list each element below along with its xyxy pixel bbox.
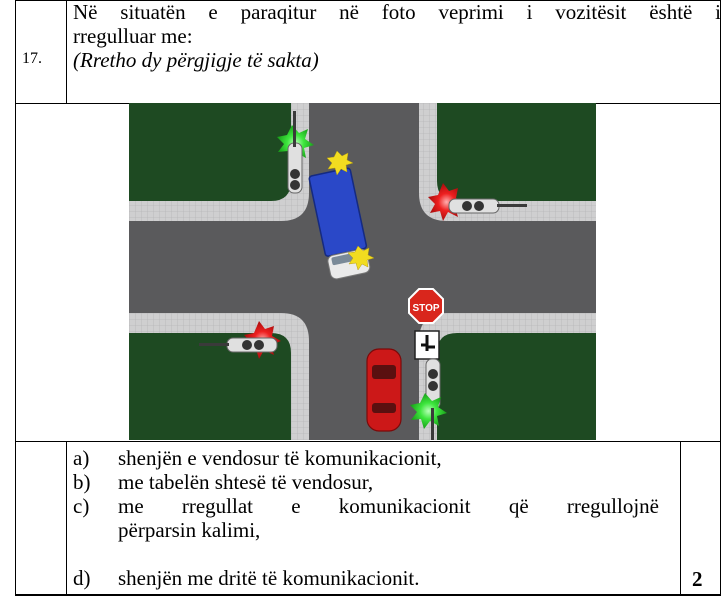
stop-sign: STOP [408, 288, 444, 324]
corner-top-left [129, 103, 309, 221]
answer-c-key: c) [73, 494, 90, 518]
answer-a-key: a) [73, 446, 90, 470]
corner-top-right [419, 103, 596, 221]
answer-d-key: d) [73, 566, 91, 590]
answer-d[interactable]: d) shenjën me dritë të komunikacionit. [73, 566, 679, 590]
corner-bottom-right [419, 313, 596, 440]
question-text-line1: Në situatën e paraqitur në foto veprimi … [73, 0, 721, 24]
corner-bottom-left [129, 313, 309, 440]
traffic-light-green-top [277, 111, 314, 194]
answer-c[interactable]: c) me rregullat e komunikacionit që rreg… [73, 494, 679, 542]
answer-b-key: b) [73, 470, 91, 494]
answer-b[interactable]: b) me tabelën shtesë të vendosur, [73, 470, 679, 494]
red-car [366, 348, 402, 432]
question-number: 17. [22, 50, 42, 67]
answer-c-text-line1: me rregullat e komunikacionit që rregull… [118, 494, 659, 518]
traffic-light-green-bottom [410, 358, 447, 440]
stop-sign-text: STOP [412, 303, 439, 314]
question-instruction: (Rretho dy përgjigje të sakta) [73, 48, 319, 72]
question-text-line2: rregulluar me: [73, 24, 193, 48]
answer-a-text: shenjën e vendosur të komunikacionit, [118, 446, 442, 470]
supplementary-plate-icon [414, 330, 440, 360]
intersection-illustration: STOP [129, 103, 596, 440]
answer-d-text: shenjën me dritë të komunikacionit. [118, 566, 420, 590]
traffic-light-red-right [428, 183, 527, 221]
answer-c-text-line2: përparsin kalimi, [118, 518, 261, 542]
answer-b-text: me tabelën shtesë të vendosur, [118, 470, 374, 494]
points-value: 2 [692, 567, 703, 591]
yellow-turn-signal-icon [326, 150, 375, 271]
answer-a[interactable]: a) shenjën e vendosur të komunikacionit, [73, 446, 679, 470]
traffic-light-red-left [199, 321, 281, 359]
question-text: Në situatën e paraqitur në foto veprimi … [73, 0, 721, 72]
